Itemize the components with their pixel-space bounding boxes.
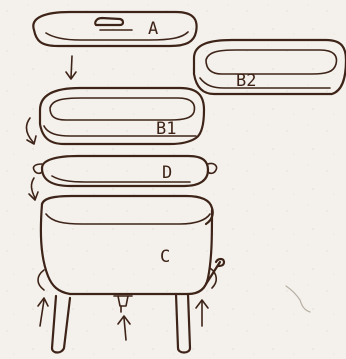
arrow-up-tap <box>117 315 131 341</box>
part-d-ring: D <box>32 154 218 188</box>
tap <box>113 295 133 313</box>
part-a-label: A <box>148 19 158 39</box>
part-b2-label: B2 <box>236 71 256 91</box>
part-c-label: C <box>160 247 170 267</box>
paper-scribble <box>285 285 311 313</box>
left-leg <box>50 294 72 354</box>
part-d-label: D <box>162 163 172 183</box>
arrow-a-to-b1 <box>65 55 77 80</box>
part-a-lid: A <box>32 10 198 48</box>
arrow-up-left-leg <box>37 297 49 327</box>
right-leg <box>174 292 192 354</box>
arrow-d-to-c <box>28 177 39 201</box>
part-c-base: C <box>37 194 218 296</box>
arrow-b1-to-d <box>25 117 37 145</box>
part-b1-label: B1 <box>156 119 176 139</box>
peg <box>204 257 226 286</box>
part-b1-tray: B1 <box>38 86 206 146</box>
arrow-up-right-leg <box>195 299 209 327</box>
